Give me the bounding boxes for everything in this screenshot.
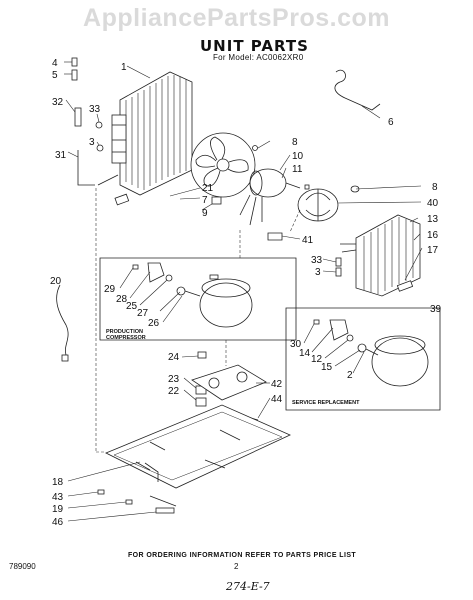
callout-label: 21 <box>202 183 214 194</box>
callout-label: 8 <box>292 137 298 148</box>
callout-label: 18 <box>52 477 64 488</box>
callout-label: 11 <box>292 164 303 175</box>
callout-label: 16 <box>427 230 439 241</box>
callout-labels: 4 5 1 32 33 3 31 6 8 10 11 21 7 9 8 40 1… <box>50 58 442 528</box>
callout-label: 39 <box>430 304 442 315</box>
production-compressor-box <box>99 257 297 341</box>
callout-label: 32 <box>52 97 64 108</box>
callout-label: 24 <box>168 352 180 363</box>
callout-label: 27 <box>137 308 149 319</box>
document-number: 789090 <box>9 562 36 571</box>
handwritten-note: 274-E-7 <box>226 580 270 593</box>
drain-tube <box>334 69 381 111</box>
model-subtitle: For Model: AC0062XR0 <box>213 53 304 62</box>
callout-label: 4 <box>52 58 58 69</box>
blower-wheel <box>297 184 360 222</box>
service-caption: SERVICE REPLACEMENT <box>292 400 360 406</box>
callout-label: 19 <box>52 504 64 515</box>
fan-motor <box>114 145 301 226</box>
base-pan <box>97 404 291 514</box>
production-caption-line1: PRODUCTION <box>106 329 143 335</box>
ordering-note: FOR ORDERING INFORMATION REFER TO PARTS … <box>128 552 357 559</box>
callout-label: 20 <box>50 276 62 287</box>
callout-label: 17 <box>427 245 439 256</box>
callout-label: 14 <box>299 348 311 359</box>
service-replacement-box <box>285 307 441 411</box>
callout-label: 9 <box>202 208 208 219</box>
callout-label: 10 <box>292 151 304 162</box>
condenser-coil <box>111 71 193 196</box>
evaporator-coil <box>267 214 421 297</box>
callout-label: 3 <box>89 137 95 148</box>
callout-label: 3 <box>315 267 321 278</box>
callout-label: 12 <box>311 354 323 365</box>
callout-label: 43 <box>52 492 64 503</box>
callout-label: 8 <box>432 182 438 193</box>
production-caption-line2: COMPRESSOR <box>106 335 146 341</box>
page-number: 2 <box>234 562 239 571</box>
callout-label: 15 <box>321 362 333 373</box>
callout-label: 6 <box>388 117 394 128</box>
callout-label: 31 <box>55 150 67 161</box>
callout-label: 23 <box>168 374 180 385</box>
callout-label: 44 <box>271 394 283 405</box>
callout-label: 46 <box>52 517 64 528</box>
callout-label: 42 <box>271 379 283 390</box>
left-small-parts <box>71 57 119 186</box>
callout-label: 29 <box>104 284 116 295</box>
callout-label: 33 <box>311 255 323 266</box>
callout-label: 22 <box>168 386 180 397</box>
callout-label: 1 <box>121 62 127 73</box>
power-cord <box>56 284 69 362</box>
callout-label: 26 <box>148 318 160 329</box>
callout-label: 13 <box>427 214 439 225</box>
condenser-fan <box>190 132 256 198</box>
callout-label: 28 <box>116 294 128 305</box>
page-title: UNIT PARTS <box>200 37 309 55</box>
callout-label: 30 <box>290 339 302 350</box>
callout-label: 40 <box>427 198 439 209</box>
dashed-connectors <box>95 188 301 453</box>
callout-label: 5 <box>52 70 58 81</box>
callout-label: 7 <box>202 195 208 206</box>
callout-label: 2 <box>347 370 353 381</box>
callout-label: 33 <box>89 104 101 115</box>
callout-label: 25 <box>126 301 138 312</box>
leader-lines <box>64 61 423 522</box>
callout-label: 41 <box>302 235 314 246</box>
